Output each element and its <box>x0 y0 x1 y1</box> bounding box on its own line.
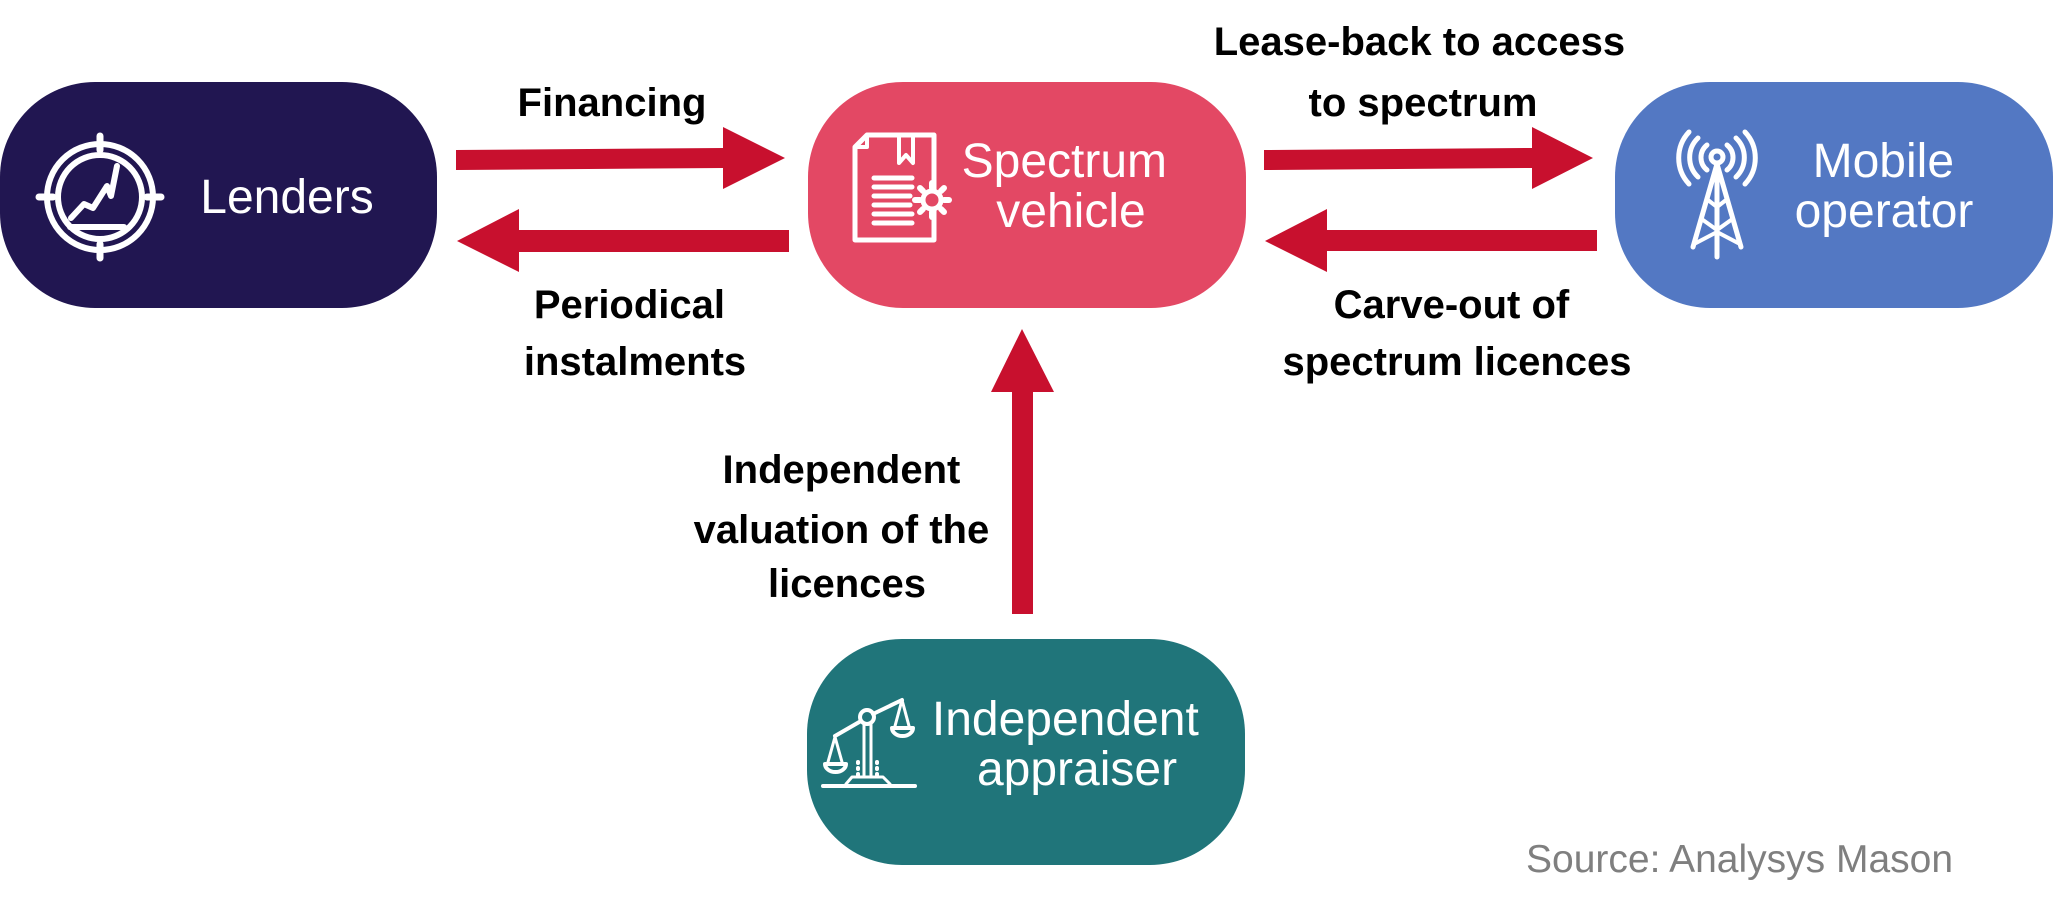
spectrum-vehicle-label: Spectrum vehicle <box>962 135 1181 238</box>
independent-appraiser-box <box>807 639 1245 865</box>
lenders-label: Lenders <box>200 171 373 224</box>
instalments-label-line: Periodical <box>534 283 725 327</box>
instalments-label: Periodical instalments <box>524 283 746 384</box>
carveout-label: Carve-out of spectrum licences <box>1282 283 1631 384</box>
balance-scale-icon <box>821 698 917 788</box>
lenders-label-line: Lenders <box>200 171 373 224</box>
spectrum-vehicle-label-line: Spectrum <box>962 135 1167 188</box>
valuation-label-line: valuation of the <box>694 508 990 552</box>
spectrum-vehicle-label-line: vehicle <box>996 185 1145 238</box>
spectrum-vehicle-box <box>808 82 1246 308</box>
independent-appraiser-label: Independent appraiser <box>932 693 1212 796</box>
leaseback-arrow <box>1264 127 1593 189</box>
mobile-operator-label-line: Mobile <box>1813 135 1954 188</box>
radio-tower-icon <box>1676 129 1758 260</box>
carveout-label-line: Carve-out of <box>1334 283 1570 327</box>
source-caption: Source: Analysys Mason <box>1526 838 1953 881</box>
node-spectrum-vehicle: Spectrum vehicle <box>808 82 1246 308</box>
node-independent-appraiser: Independent appraiser <box>807 639 1245 865</box>
leaseback-label-line: Lease-back to access <box>1214 20 1625 64</box>
mobile-operator-label-line: operator <box>1795 185 1974 238</box>
financing-label: Financing <box>518 81 707 125</box>
leaseback-label-line: to spectrum <box>1309 81 1538 125</box>
financing-label-line: Financing <box>518 81 707 125</box>
mobile-operator-label: Mobile operator <box>1795 135 1974 238</box>
financing-arrow <box>456 127 785 189</box>
valuation-label-line: licences <box>768 562 926 606</box>
mobile-operator-box <box>1615 82 2053 308</box>
leaseback-label: Lease-back to access to spectrum <box>1214 20 1637 125</box>
carveout-label-line: spectrum licences <box>1282 340 1631 384</box>
instalments-label-line: instalments <box>524 340 746 384</box>
valuation-label: Independent valuation of the licences <box>694 448 1001 606</box>
independent-appraiser-label-line: appraiser <box>977 743 1177 796</box>
node-lenders: Lenders <box>0 82 437 308</box>
valuation-label-line: Independent <box>723 448 961 492</box>
carveout-arrow <box>1265 209 1597 272</box>
node-mobile-operator: Mobile operator <box>1615 82 2053 308</box>
target-chart-icon <box>35 132 165 262</box>
document-gear-icon <box>852 132 952 243</box>
valuation-arrow <box>991 329 1054 614</box>
instalments-arrow <box>457 209 789 272</box>
independent-appraiser-label-line: Independent <box>932 693 1199 746</box>
